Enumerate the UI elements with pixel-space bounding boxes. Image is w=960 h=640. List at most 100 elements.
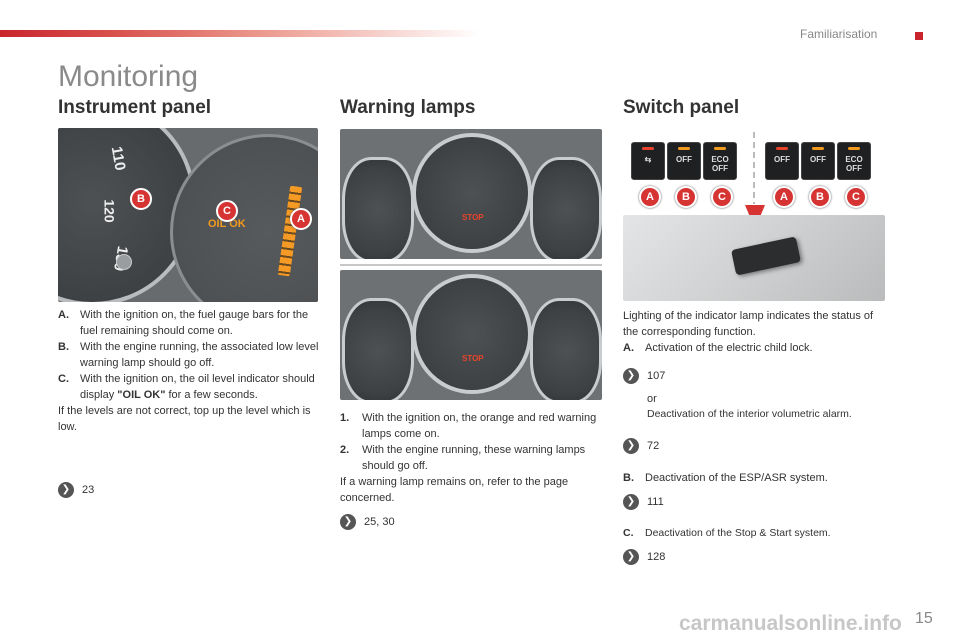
item-text: Deactivation of the ESP/ASR system. <box>645 472 828 484</box>
section-marker <box>915 32 923 40</box>
item-letter: B. <box>623 472 634 484</box>
tag-b: B <box>675 186 697 208</box>
switch-symbol: ECO OFF <box>845 155 863 173</box>
switch-symbol: ECO OFF <box>711 155 729 173</box>
indicator-lamp <box>714 147 726 150</box>
rev-counter-dial <box>342 157 414 259</box>
list-item: A. With the ignition on, the fuel gauge … <box>58 307 320 339</box>
item-text: Activation of the electric child lock. <box>645 342 813 354</box>
switch-item-a-alt: Deactivation of the interior volumetric … <box>647 408 852 420</box>
warning-lamps-photo-2: STOP <box>340 270 602 400</box>
list-item: B. Deactivation of the ESP/ASR system. <box>623 470 885 486</box>
item-letter: C. <box>58 373 69 385</box>
vertical-divider <box>753 132 755 204</box>
list-item: 1. With the ignition on, the orange and … <box>340 410 602 442</box>
warning-note: If a warning lamp remains on, refer to t… <box>340 476 569 504</box>
page-reference-number: 111 <box>647 496 664 508</box>
item-text: With the engine running, these warning l… <box>362 444 586 472</box>
eco-off-switch: ECO OFF <box>837 142 871 180</box>
switch-panel-keys: ⇆ OFF ECO OFF OFF OFF ECO OFF A B C A B … <box>623 132 885 208</box>
page-link-icon: ❯ <box>623 438 639 454</box>
tag-c: C <box>216 200 238 222</box>
page-reference[interactable]: ❯ 25, 30 <box>340 514 395 530</box>
list-item: 2. With the engine running, these warnin… <box>340 442 602 474</box>
page-link-icon: ❯ <box>623 494 639 510</box>
list-item: C. With the ignition on, the oil level i… <box>58 371 320 403</box>
alarm-switch: OFF <box>765 142 799 180</box>
tag-a: A <box>773 186 795 208</box>
page-reference[interactable]: ❯ 111 <box>623 494 664 510</box>
tag-b: B <box>809 186 831 208</box>
item-letter: A. <box>623 342 634 354</box>
section-label: Familiarisation <box>800 27 878 41</box>
page-reference-number: 128 <box>647 551 666 563</box>
page-reference-number: 23 <box>82 484 95 496</box>
speedometer-dial <box>412 274 532 394</box>
page-link-icon: ❯ <box>58 482 74 498</box>
switch-panel-photo <box>623 215 885 301</box>
esp-switch: OFF <box>667 142 701 180</box>
speed-tick: 120 <box>101 199 118 223</box>
tag-a: A <box>639 186 661 208</box>
divider <box>340 264 602 266</box>
tag-c: C <box>711 186 733 208</box>
instrument-panel-photo: 110 120 130 OIL OK B C A <box>58 128 318 302</box>
item-letter: C. <box>623 527 634 539</box>
instrument-panel-text: A. With the ignition on, the fuel gauge … <box>58 307 320 435</box>
tag-c: C <box>845 186 867 208</box>
tag-b: B <box>130 188 152 210</box>
indicator-lamp <box>812 147 824 150</box>
item-text: With the engine running, the associated … <box>80 341 319 369</box>
switch-symbol: OFF <box>676 155 692 164</box>
page-reference[interactable]: ❯ 107 <box>623 368 665 384</box>
page-link-icon: ❯ <box>340 514 356 530</box>
speedometer-dial <box>412 133 532 253</box>
header-accent-bar <box>0 30 480 37</box>
indicator-lamp <box>678 147 690 150</box>
stop-warning-lamp: STOP <box>462 354 484 363</box>
instrument-panel-heading: Instrument panel <box>58 97 212 118</box>
or-text: or <box>647 393 657 405</box>
indicator-lamp <box>848 147 860 150</box>
indicator-lamp <box>642 147 654 150</box>
switch-symbol: ⇆ <box>644 155 652 164</box>
item-text: With the ignition on, the oil level indi… <box>80 373 315 401</box>
page-reference-number: 25, 30 <box>364 516 395 528</box>
switch-item-b: B. Deactivation of the ESP/ASR system. <box>623 470 885 486</box>
rev-counter-dial <box>342 298 414 400</box>
item-letter: B. <box>58 341 69 353</box>
instrument-note: If the levels are not correct, top up th… <box>58 405 311 433</box>
page-title: Monitoring <box>58 60 199 93</box>
page-reference[interactable]: ❯128 <box>623 549 665 565</box>
warning-lamps-photo-1: STOP <box>340 129 602 259</box>
page-reference-number: 72 <box>647 440 660 452</box>
fuel-gauge-dial <box>530 157 602 259</box>
watermark: carmanualsonline.info <box>679 612 902 635</box>
list-item: B. With the engine running, the associat… <box>58 339 320 371</box>
tag-a: A <box>290 208 312 230</box>
item-number: 2. <box>340 444 350 456</box>
child-lock-switch: ⇆ <box>631 142 665 180</box>
page-reference[interactable]: ❯ 23 <box>58 482 94 498</box>
page-number: 15 <box>915 610 933 627</box>
switch-item-c: C. Deactivation of the Stop & Start syst… <box>623 525 885 541</box>
list-item: A. Activation of the electric child lock… <box>623 340 885 356</box>
stop-warning-lamp: STOP <box>462 213 484 222</box>
page-reference-number: 107 <box>647 370 666 382</box>
switch-cluster <box>731 236 801 276</box>
item-letter: A. <box>58 309 69 321</box>
esp-switch: OFF <box>801 142 835 180</box>
indicator-lamp <box>776 147 788 150</box>
switch-symbol: OFF <box>774 155 790 164</box>
list-item: C. Deactivation of the Stop & Start syst… <box>623 525 885 541</box>
switch-panel-intro: Lighting of the indicator lamp indicates… <box>623 310 874 338</box>
switch-symbol: OFF <box>810 155 826 164</box>
item-text: With the ignition on, the orange and red… <box>362 412 597 440</box>
item-text: With the ignition on, the fuel gauge bar… <box>80 309 309 337</box>
eco-off-switch: ECO OFF <box>703 142 737 180</box>
trip-reset-knob <box>116 254 132 270</box>
page-reference[interactable]: ❯ 72 <box>623 438 659 454</box>
page-link-icon: ❯ <box>623 368 639 384</box>
warning-lamps-text: 1. With the ignition on, the orange and … <box>340 410 602 506</box>
item-text: for a few seconds. <box>165 389 258 401</box>
